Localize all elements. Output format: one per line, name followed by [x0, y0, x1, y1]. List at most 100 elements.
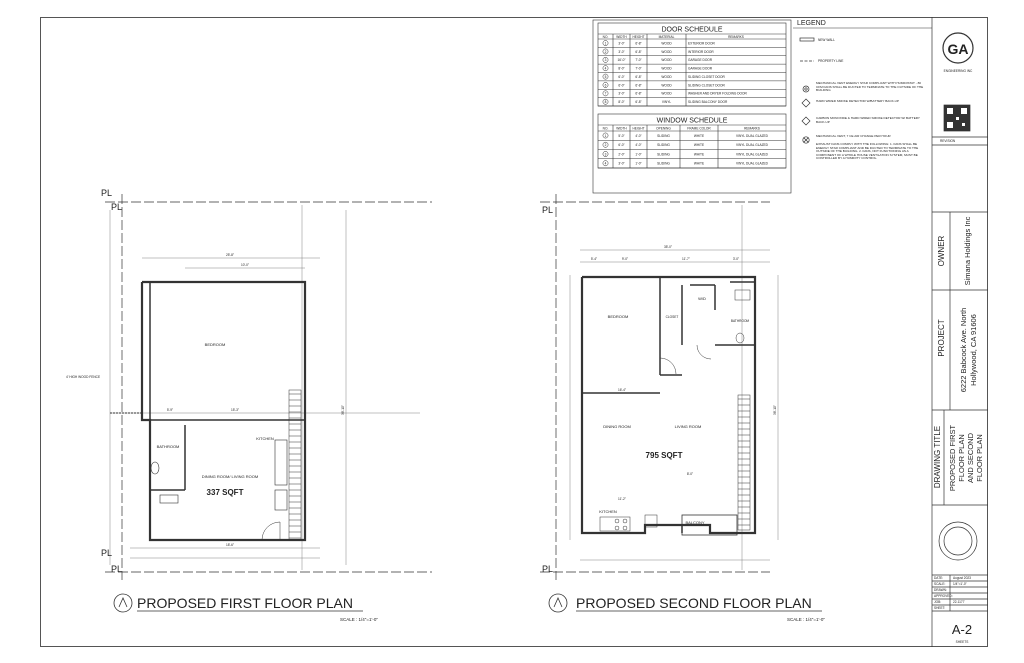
door-schedule-cell: 6'-8"	[635, 41, 641, 45]
ff-scale: SCALE : 1/4"=1'-0"	[340, 617, 378, 622]
window-schedule-cell: WHITE	[694, 134, 704, 138]
ff-dim-18-6: 18'-6"	[226, 543, 234, 547]
door-schedule-cell: 4	[605, 67, 607, 71]
first-floor-property-lines	[105, 194, 432, 580]
mech-vent-icon	[802, 85, 810, 93]
sf-dim-3-0: 3'-0"	[733, 257, 739, 261]
window-header-cell: HEIGHT	[632, 127, 644, 131]
sf-dim-11-2: 11'-2"	[618, 497, 626, 501]
project-address-1: 6222 Babcock Ave. North	[959, 308, 968, 393]
sheet-number: A-2	[952, 622, 972, 637]
window-schedule-cell: SLIDING	[657, 162, 670, 166]
ff-pl-top-left: PL	[101, 188, 112, 198]
door-schedule-cell: WOOD	[661, 67, 672, 71]
legend-item-smoke: HARD WIRED SMOKE DETECTOR W/BATTERY BACK…	[816, 100, 899, 103]
owner-name: Simana Holdings Inc	[963, 216, 972, 285]
door-schedule-cell: 6'-0"	[618, 75, 624, 79]
ff-pl-bottom: PL	[111, 564, 122, 574]
legend-item-property-line: PROPERTY LINE	[818, 59, 843, 63]
door-header-cell: NO.	[603, 35, 609, 39]
door-schedule-cell: 7'-0"	[635, 58, 641, 62]
door-schedule-cell: 6'-8"	[635, 50, 641, 54]
owner-label: OWNER	[937, 235, 946, 266]
door-schedule-row: 4 8'-0" 7'-0" WOOD GARAGE DOOR	[602, 65, 713, 72]
sf-room-bedroom: BEDROOM	[608, 314, 629, 319]
door-schedule-cell: VINYL	[662, 100, 671, 104]
window-schedule-cell: 2	[605, 143, 607, 147]
door-schedule-cell: GARAGE DOOR	[688, 67, 713, 71]
door-schedule-cell: 2	[605, 50, 607, 54]
firm-name: ENGINEERING INC	[944, 69, 973, 73]
ff-room-kitchen: KITCHEN	[256, 436, 274, 441]
new-wall-symbol	[799, 37, 815, 42]
job-label: JOB:	[934, 600, 941, 604]
job-value: 22-1177	[953, 600, 965, 604]
door-schedule-cell: SLIDING CLOSET DOOR	[688, 83, 725, 87]
window-schedule-cell: 6'-0"	[618, 143, 624, 147]
door-schedule-cell: 8'-0"	[618, 67, 624, 71]
drawing-title-label: DRAWING TITLE	[933, 426, 942, 488]
window-schedule-cell: WHITE	[694, 143, 704, 147]
sf-dim-depth: 38'-10"	[773, 405, 777, 415]
legend-item-vent-ach: MECHANICAL VENT, 7 CE AIR CHANGE PER HOU…	[816, 135, 891, 138]
window-schedule-cell: WHITE	[694, 162, 704, 166]
door-schedule-cell: WOOD	[661, 92, 672, 96]
window-header-cell: OPENING	[656, 127, 671, 131]
drawing-title-line-2: FLOOR PLAN	[957, 434, 966, 482]
window-schedule-cell: VINYL DUAL GLAZED	[736, 143, 769, 147]
window-schedule-cell: VINYL DUAL GLAZED	[736, 152, 769, 156]
door-schedule-cell: WASHER AND DRYER FOLDING DOOR	[688, 92, 747, 96]
ff-dim-15-3: 15'-3"	[231, 408, 239, 412]
window-header-cell: WIDTH	[616, 127, 627, 131]
window-schedule-cell: SLIDING	[657, 152, 670, 156]
door-schedule-cell: 3'-0"	[618, 41, 624, 45]
sheet-label: SHEET:	[934, 606, 945, 610]
sf-pl-bottom: PL	[542, 564, 553, 574]
first-floor-plan	[105, 194, 432, 580]
scale-label: SCALE:	[934, 582, 945, 586]
sf-dim-9-0: 9'-0"	[622, 257, 628, 261]
second-floor-plan	[540, 194, 779, 580]
door-schedule-cell: 6'-8"	[635, 75, 641, 79]
drawn-label: DRAWN:	[934, 588, 947, 592]
window-schedule-cell: 4'-0"	[635, 134, 641, 138]
door-schedule-cell: 3'-0"	[618, 92, 624, 96]
door-header-cell: MATERIAL	[659, 35, 675, 39]
door-schedule-title: DOOR SCHEDULE	[661, 27, 722, 34]
legend-title: LEGEND	[797, 20, 826, 27]
ff-room-bedroom: BEDROOM	[205, 342, 226, 347]
firm-logo: GA	[948, 41, 969, 57]
approved-label: APPROVED:	[934, 594, 953, 598]
sf-room-wd: W/D	[698, 296, 706, 301]
ff-pl-top: PL	[111, 202, 122, 212]
door-schedule-cell: 7	[605, 92, 607, 96]
window-schedule-cell: VINYL DUAL GLAZED	[736, 134, 769, 138]
door-schedule-cell: 6'-8"	[635, 100, 641, 104]
ff-dim-width: 25'-8"	[226, 253, 234, 257]
door-schedule-cell: SLIDING BALCONY DOOR	[688, 100, 728, 104]
window-schedule-cell: SLIDING	[657, 134, 670, 138]
door-schedule-row: 7 3'-0" 6'-8" WOOD WASHER AND DRYER FOLDING …	[602, 90, 747, 97]
sf-room-kitchen: KITCHEN	[599, 509, 617, 514]
sf-scale: SCALE : 1/4"=1'-0"	[787, 617, 825, 622]
ff-dim-depth: 38'-10"	[341, 405, 345, 415]
door-schedule-cell: WOOD	[661, 83, 672, 87]
date-label: DATE:	[934, 576, 943, 580]
date-value: August 2023	[953, 576, 971, 580]
door-schedule-cell: 6'-8"	[635, 92, 641, 96]
door-schedule-cell: 16'-0"	[617, 58, 625, 62]
door-schedule-cell: WOOD	[661, 75, 672, 79]
door-schedule-cell: SLIDING CLOSET DOOR	[688, 75, 725, 79]
sf-room-dining: DINING ROOM	[603, 424, 631, 429]
ff-fence-note: 4' HIGH WOOD FENCE	[66, 375, 100, 379]
ff-dim-5-9: 5'-9"	[167, 408, 173, 412]
door-schedule-cell: 5	[605, 75, 607, 79]
window-schedule-cell: 4'-0"	[635, 143, 641, 147]
ff-area-label: 337 SQFT	[207, 488, 244, 497]
door-schedule-cell: 7'-0"	[635, 67, 641, 71]
